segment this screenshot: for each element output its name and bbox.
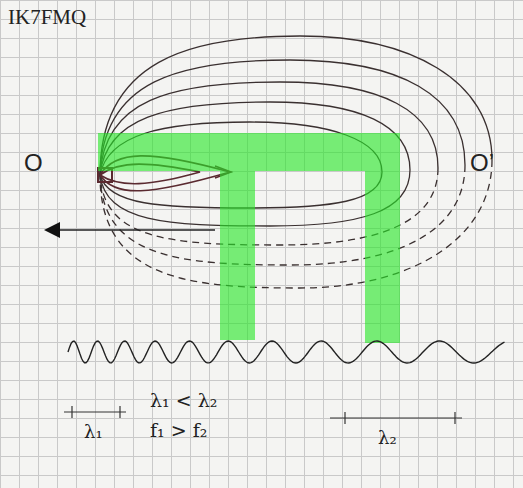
point-label: O’	[470, 150, 494, 176]
lambda2-scale	[330, 417, 462, 418]
lambda1-scale	[64, 411, 126, 412]
scale-tick	[71, 406, 72, 418]
outer-lobe-dashed	[100, 160, 492, 288]
relation-note: λ₁ < λ₂	[150, 390, 217, 411]
scale-tick	[344, 412, 345, 424]
green-t-bar	[98, 133, 400, 171]
relation-note: f₁ > f₂	[150, 420, 207, 441]
scale-tick	[119, 406, 120, 418]
callsign-watermark: IK7FMQ	[8, 6, 86, 29]
direction-arrowhead	[44, 222, 60, 238]
direction-line	[60, 229, 215, 230]
point-label: O	[24, 150, 43, 176]
green-t-stem	[365, 171, 400, 343]
wave	[68, 341, 505, 363]
scale-tick	[454, 412, 455, 424]
green-t-stem	[220, 171, 255, 340]
lobe-dashed	[100, 165, 465, 265]
wavelength-label: λ₁	[84, 422, 103, 442]
wavelength-label: λ₂	[378, 428, 397, 448]
